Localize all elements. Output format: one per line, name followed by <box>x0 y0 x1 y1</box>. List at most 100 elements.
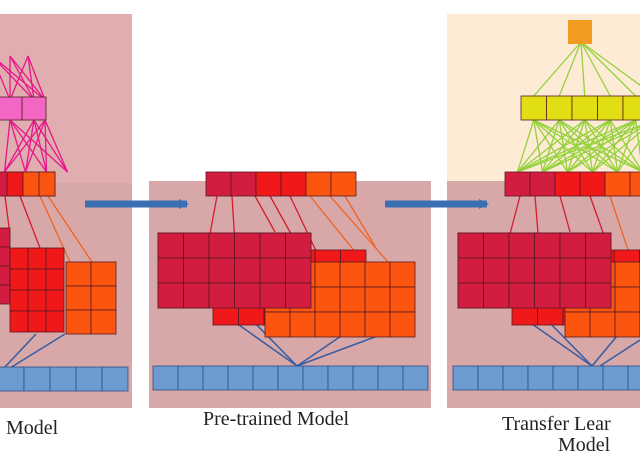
mid-block-orange-cell <box>364 286 391 313</box>
right-feature-row-cell <box>604 171 631 197</box>
left-mid-line <box>24 119 35 173</box>
left-feature-row-overlay <box>6 171 56 197</box>
mid-feature-line <box>344 195 377 249</box>
mid-feature-row <box>205 171 357 197</box>
left-block-red-cell <box>27 289 47 312</box>
mid-feature-row-cell <box>305 171 332 197</box>
right-block-crimson-front-cell <box>457 257 484 284</box>
right-block-crimson-front-cell <box>559 257 586 284</box>
mid-input-layer-cell <box>252 365 279 391</box>
left-block-crimson-cell <box>0 265 11 286</box>
left-top-line <box>9 55 46 101</box>
left-block-orange-cell <box>90 285 117 311</box>
right-dense-line <box>542 119 637 173</box>
left-block-red <box>9 247 65 333</box>
mid-input-layer-cell <box>152 365 179 391</box>
left-block-orange-cell <box>65 309 92 335</box>
right-block-crimson-front-cell <box>534 232 561 259</box>
right-block-orange-cell <box>614 286 640 313</box>
right-input-line <box>599 339 640 367</box>
mid-block-orange-cell <box>289 311 316 338</box>
left-mid-line <box>9 119 27 173</box>
left-block-crimson-cell <box>0 227 11 248</box>
right-feature-row-cell <box>504 171 531 197</box>
mid-block-crimson-front-cell <box>234 257 261 284</box>
mid-block-orange-cell <box>314 286 341 313</box>
right-yellow-layer-cell <box>520 95 547 121</box>
mid-block-orange-cell <box>364 261 391 288</box>
mid-feature-line <box>329 195 389 263</box>
mid-input-layer-cell <box>277 365 304 391</box>
right-block-crimson-front-cell <box>483 232 510 259</box>
right-block-crimson-front-cell <box>585 257 612 284</box>
left-block-orange-cell <box>65 285 92 311</box>
right-block-crimson-front-cell <box>585 232 612 259</box>
right-block-crimson-front-cell <box>508 257 535 284</box>
mid-input-layer-cell <box>302 365 329 391</box>
right-input-layer-cell <box>577 365 604 391</box>
left-mid-line <box>3 119 46 173</box>
left-block-red-cell <box>27 310 47 333</box>
left-block-orange-cell <box>90 309 117 335</box>
left-feature-row-overlay-cell <box>22 171 40 197</box>
mid-block-orange-cell <box>389 261 416 288</box>
right-dense-line <box>592 119 637 173</box>
right-input-layer-cell <box>502 365 529 391</box>
right-block-crimson-front-cell <box>585 282 612 309</box>
left-pink-layer-cell <box>21 96 47 121</box>
left-input-line <box>9 333 66 369</box>
right-yellow-layer <box>520 95 640 121</box>
right-feature-row-cell <box>579 171 606 197</box>
mid-block-crimson-front-cell <box>208 232 235 259</box>
mid-block-orange-cell <box>339 261 366 288</box>
mid-feature-line <box>209 195 218 235</box>
right-output-line <box>558 41 582 97</box>
left-mid-line <box>24 119 46 173</box>
right-feature-line <box>609 195 631 257</box>
mid-block-crimson-front-cell <box>285 232 312 259</box>
mid-block-crimson-front-cell <box>259 282 286 309</box>
mid-feature-row-cell <box>255 171 282 197</box>
right-output-line <box>580 41 611 97</box>
left-pink-layer-cell <box>0 96 23 121</box>
mid-feature-line <box>254 195 276 233</box>
left-feature-line <box>47 195 93 263</box>
mid-block-crimson-front-cell <box>234 232 261 259</box>
right-input-layer <box>452 365 640 391</box>
left-block-red-cell <box>45 268 65 291</box>
left-input-line <box>3 333 37 369</box>
mid-block-orange-cell <box>364 311 391 338</box>
mid-block-crimson-front-cell <box>234 282 261 309</box>
mid-input-layer-cell <box>402 365 429 391</box>
right-block-crimson-front-cell <box>508 282 535 309</box>
layer-blocks <box>0 20 640 392</box>
mid-input-layer-cell <box>202 365 229 391</box>
right-feature-row-cell <box>629 171 640 197</box>
right-block-crimson-front-cell <box>457 232 484 259</box>
left-feature-row-overlay-cell <box>6 171 24 197</box>
mid-input-layer-cell <box>227 365 254 391</box>
mid-block-crimson-front-cell <box>208 282 235 309</box>
right-block-orange-cell <box>614 311 640 338</box>
right-feature-line <box>559 195 571 233</box>
right-block-crimson-front <box>457 232 612 309</box>
left-mid-line <box>9 119 68 173</box>
mid-block-crimson-front-cell <box>259 232 286 259</box>
right-yellow-layer-cell <box>546 95 573 121</box>
right-caption-line1: Transfer Lear <box>502 413 611 435</box>
mid-feature-row-cell <box>205 171 232 197</box>
right-block-orange-cell <box>589 311 616 338</box>
right-dense-line <box>516 119 535 173</box>
right-input-layer-cell <box>452 365 479 391</box>
right-block-crimson-front-cell <box>457 282 484 309</box>
right-block-crimson-front-cell <box>483 282 510 309</box>
mid-block-crimson-front-cell <box>285 257 312 284</box>
right-dense-line <box>517 124 640 173</box>
left-block-red-cell <box>9 247 29 270</box>
right-block-crimson-front-cell <box>534 282 561 309</box>
right-dense-line <box>592 131 640 173</box>
left-input-layer-cell <box>101 366 129 392</box>
mid-feature-row-cell <box>230 171 257 197</box>
right-output-line <box>580 41 637 97</box>
